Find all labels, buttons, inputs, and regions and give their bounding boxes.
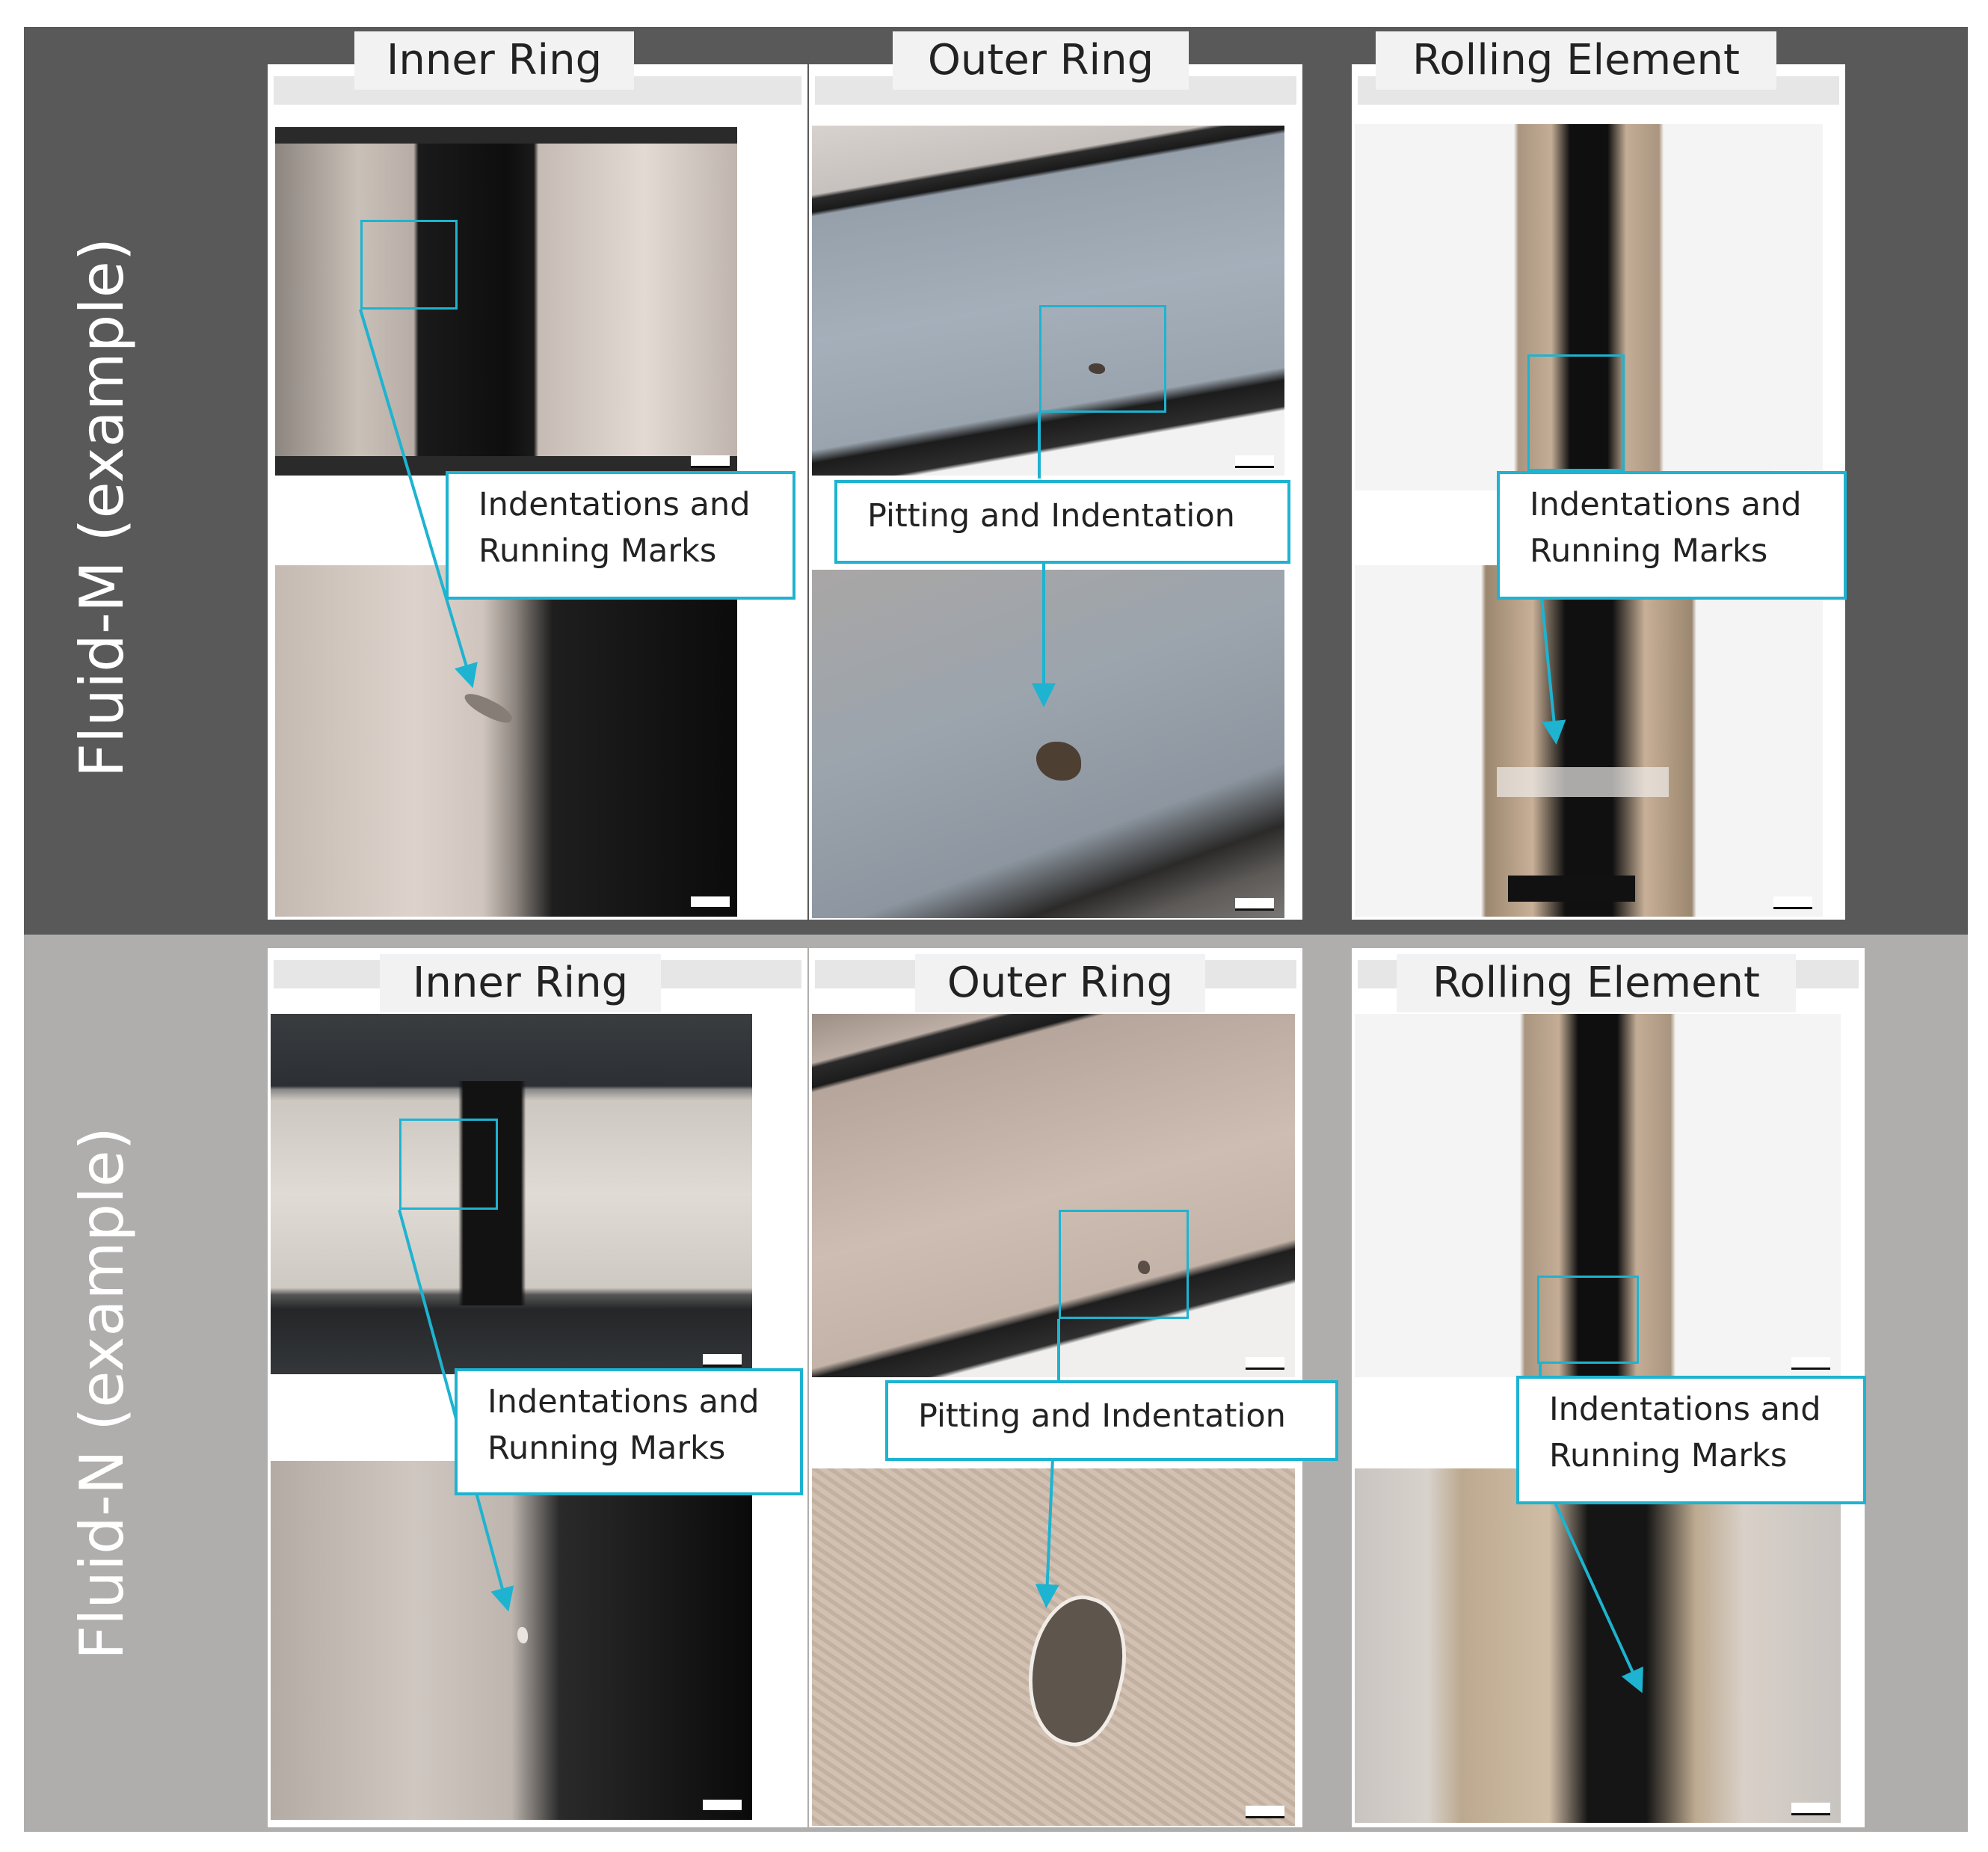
panel-title-outer-ring: Outer Ring	[915, 954, 1205, 1012]
rolling-element-m-detail-image	[1355, 565, 1823, 917]
panel-title-rolling-element: Rolling Element	[1397, 954, 1796, 1012]
callout-indentations-running-marks: Indentations and Running Marks	[446, 471, 795, 600]
callout-pitting-indentation: Pitting and Indentation	[834, 480, 1290, 564]
scale-bar	[1246, 1806, 1284, 1818]
callout-indentations-running-marks: Indentations and Running Marks	[455, 1368, 803, 1495]
highlight-box	[1039, 305, 1166, 413]
panel-inner-ring-n	[268, 948, 807, 1827]
outer-ring-m-detail-image	[812, 570, 1284, 918]
scale-bar	[1791, 1357, 1830, 1370]
rolling-element-n-overview-image	[1355, 1014, 1841, 1377]
scale-bar	[691, 455, 730, 468]
panel-title-outer-ring: Outer Ring	[893, 31, 1189, 90]
callout-indentations-running-marks: Indentations and Running Marks	[1497, 471, 1847, 600]
highlight-box	[360, 220, 458, 310]
scale-bar	[691, 896, 730, 909]
outer-ring-n-detail-image	[812, 1468, 1295, 1826]
rolling-element-m-overview-image	[1355, 124, 1823, 490]
outer-ring-n-overview-image	[812, 1014, 1295, 1377]
highlight-box	[1527, 354, 1625, 471]
panel-title-inner-ring: Inner Ring	[380, 954, 661, 1012]
outer-ring-m-overview-image	[812, 126, 1284, 476]
callout-pitting-indentation: Pitting and Indentation	[885, 1380, 1338, 1461]
rolling-element-n-detail-image	[1355, 1468, 1841, 1823]
panel-title-rolling-element: Rolling Element	[1376, 31, 1776, 90]
scale-bar	[703, 1800, 742, 1812]
scale-bar	[1235, 898, 1274, 911]
scale-bar	[1246, 1357, 1284, 1370]
inner-ring-m-detail-image	[275, 565, 737, 917]
inner-ring-n-detail-image	[271, 1461, 752, 1820]
row-label-fluid-n: Fluid-N (example)	[67, 1127, 137, 1660]
panel-rolling-element-m	[1352, 64, 1845, 920]
scale-bar	[703, 1354, 742, 1367]
highlight-box	[1059, 1210, 1189, 1319]
row-label-fluid-m: Fluid-M (example)	[67, 237, 137, 778]
scale-bar	[1791, 1803, 1830, 1815]
scale-bar	[1235, 455, 1274, 468]
highlight-box	[1537, 1276, 1639, 1364]
inner-ring-m-overview-image	[275, 127, 737, 476]
callout-indentations-running-marks: Indentations and Running Marks	[1516, 1376, 1866, 1504]
scale-bar	[1773, 896, 1812, 909]
panel-title-inner-ring: Inner Ring	[354, 31, 634, 90]
highlight-box	[399, 1119, 498, 1210]
inner-ring-n-overview-image	[271, 1014, 752, 1374]
